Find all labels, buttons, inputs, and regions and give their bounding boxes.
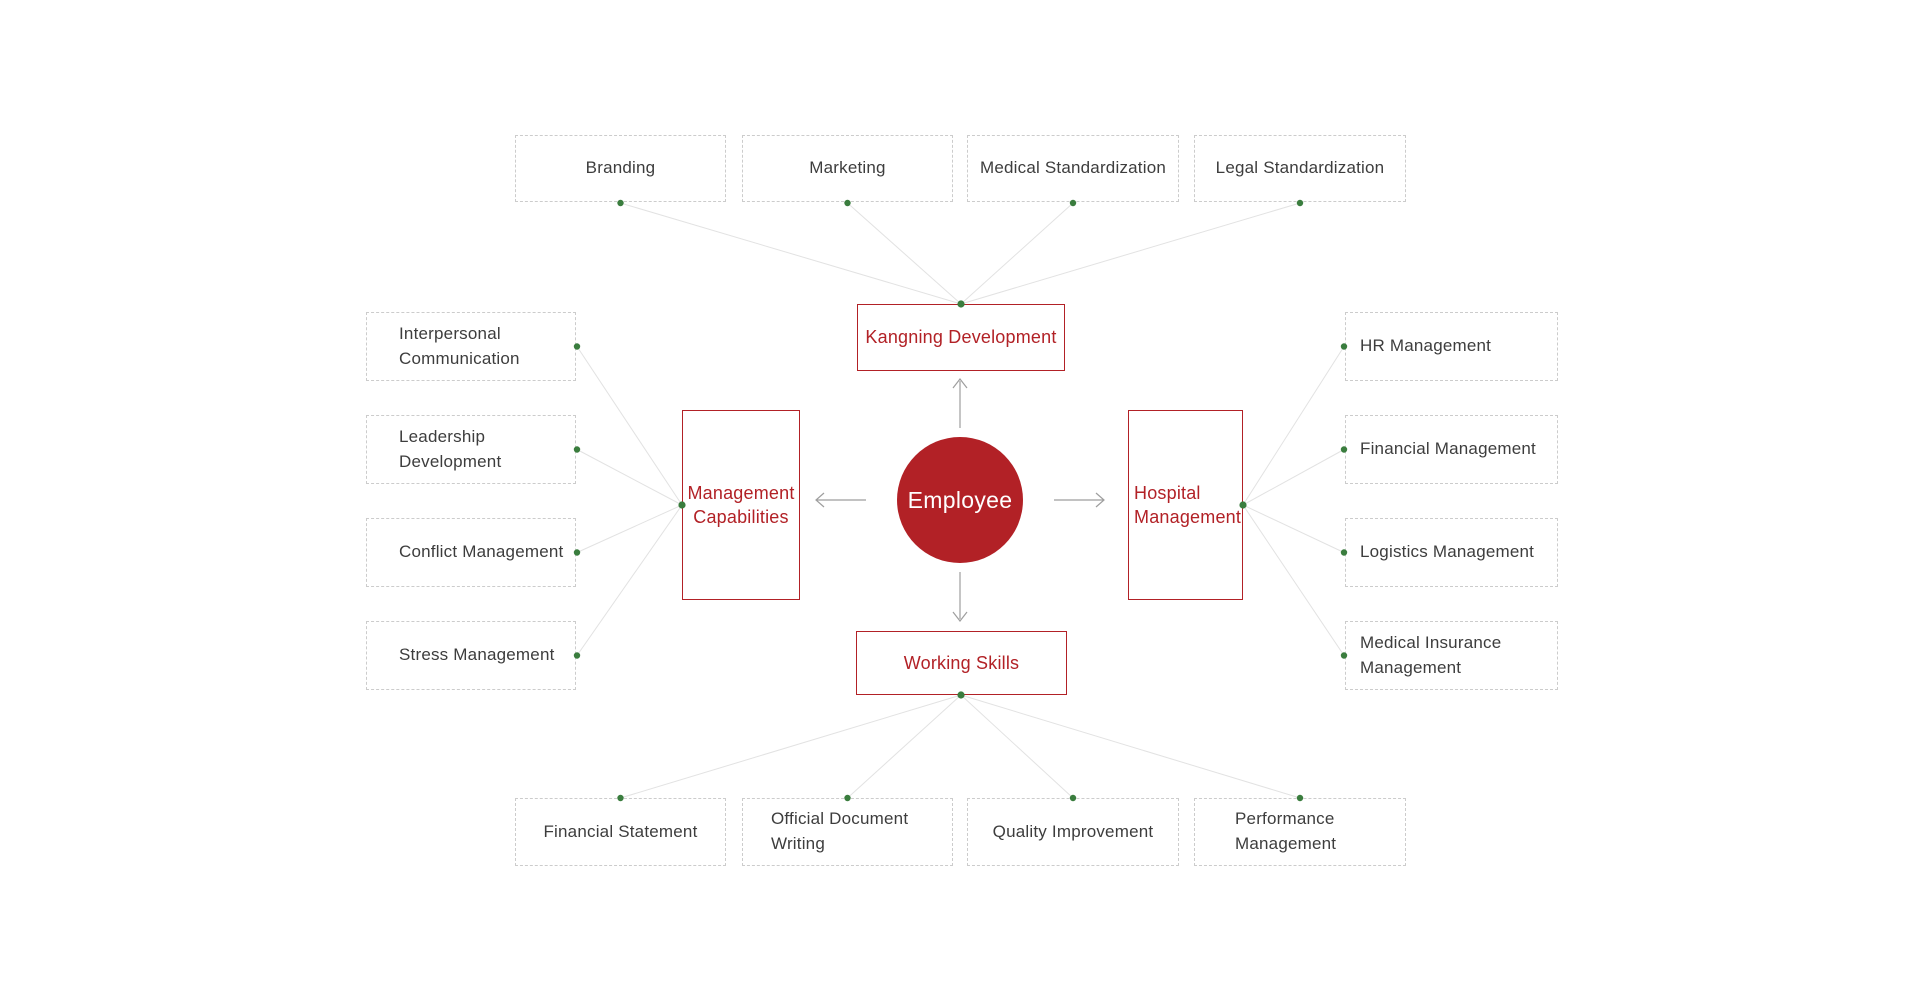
node-quality-improvement: Quality Improvement	[967, 798, 1179, 866]
node-label: Financial Management	[1360, 439, 1536, 459]
connector-line	[847, 202, 962, 305]
node-leadership-development: Leadership Development	[366, 415, 576, 484]
connector-line	[576, 449, 683, 506]
connector-line	[620, 694, 962, 799]
connector-line	[960, 694, 1074, 799]
hub-label: Management Capabilities	[687, 482, 795, 527]
node-label: Leadership Development	[399, 426, 502, 471]
node-label: Medical Standardization	[979, 158, 1167, 178]
node-label: Branding	[585, 158, 656, 178]
node-official-document-writing: Official Document Writing	[742, 798, 953, 866]
hub-working-skills: Working Skills	[856, 631, 1067, 695]
node-label: Stress Management	[399, 645, 555, 665]
arrow-down-head-icon	[952, 611, 968, 622]
node-interpersonal-communication: Interpersonal Communication	[366, 312, 576, 381]
connector-line	[1242, 346, 1345, 506]
connector-line	[960, 202, 1301, 305]
node-logistics-management: Logistics Management	[1345, 518, 1558, 587]
connector-line	[960, 202, 1074, 305]
node-label: Conflict Management	[399, 542, 564, 562]
node-legal-standardization: Legal Standardization	[1194, 135, 1406, 202]
hub-kangning-development: Kangning Development	[857, 304, 1065, 371]
connector-line	[847, 694, 962, 799]
node-label: Interpersonal Communication	[399, 323, 520, 368]
node-medical-standardization: Medical Standardization	[967, 135, 1179, 202]
hub-label: Kangning Development	[865, 327, 1057, 348]
node-label: Quality Improvement	[992, 821, 1154, 841]
hub-label: Hospital Management	[1134, 482, 1242, 527]
connector-line	[576, 504, 683, 553]
employee-label: Employee	[907, 486, 1013, 513]
connector-line	[1242, 504, 1345, 656]
node-label: Legal Standardization	[1215, 158, 1385, 178]
connector-line	[576, 346, 683, 506]
connector-line	[576, 504, 683, 656]
employee-node: Employee	[897, 437, 1023, 563]
node-stress-management: Stress Management	[366, 621, 576, 690]
arrow-up-head-icon	[952, 378, 968, 389]
connector-line	[620, 202, 962, 305]
hub-management-capabilities: Management Capabilities	[682, 410, 800, 600]
connector-line	[960, 694, 1301, 799]
node-label: Logistics Management	[1360, 542, 1535, 562]
node-label: Official Document Writing	[771, 809, 909, 853]
arrow-left-head-icon	[815, 492, 825, 508]
arrow-right-head-icon	[1095, 492, 1105, 508]
node-financial-management: Financial Management	[1345, 415, 1558, 484]
node-label: Medical Insurance Management	[1360, 632, 1502, 677]
connector-line	[1242, 504, 1345, 553]
node-branding: Branding	[515, 135, 726, 202]
node-conflict-management: Conflict Management	[366, 518, 576, 587]
node-financial-statement: Financial Statement	[515, 798, 726, 866]
node-label: HR Management	[1360, 336, 1492, 356]
hub-hospital-management: Hospital Management	[1128, 410, 1243, 600]
connector-line	[1242, 449, 1345, 506]
node-performance-management: Performance Management	[1194, 798, 1406, 866]
node-label: Performance Management	[1235, 809, 1337, 853]
node-marketing: Marketing	[742, 135, 953, 202]
node-label: Marketing	[809, 158, 886, 178]
node-label: Financial Statement	[543, 821, 698, 841]
node-medical-insurance-management: Medical Insurance Management	[1345, 621, 1558, 690]
hub-label: Working Skills	[903, 652, 1020, 673]
node-hr-management: HR Management	[1345, 312, 1558, 381]
